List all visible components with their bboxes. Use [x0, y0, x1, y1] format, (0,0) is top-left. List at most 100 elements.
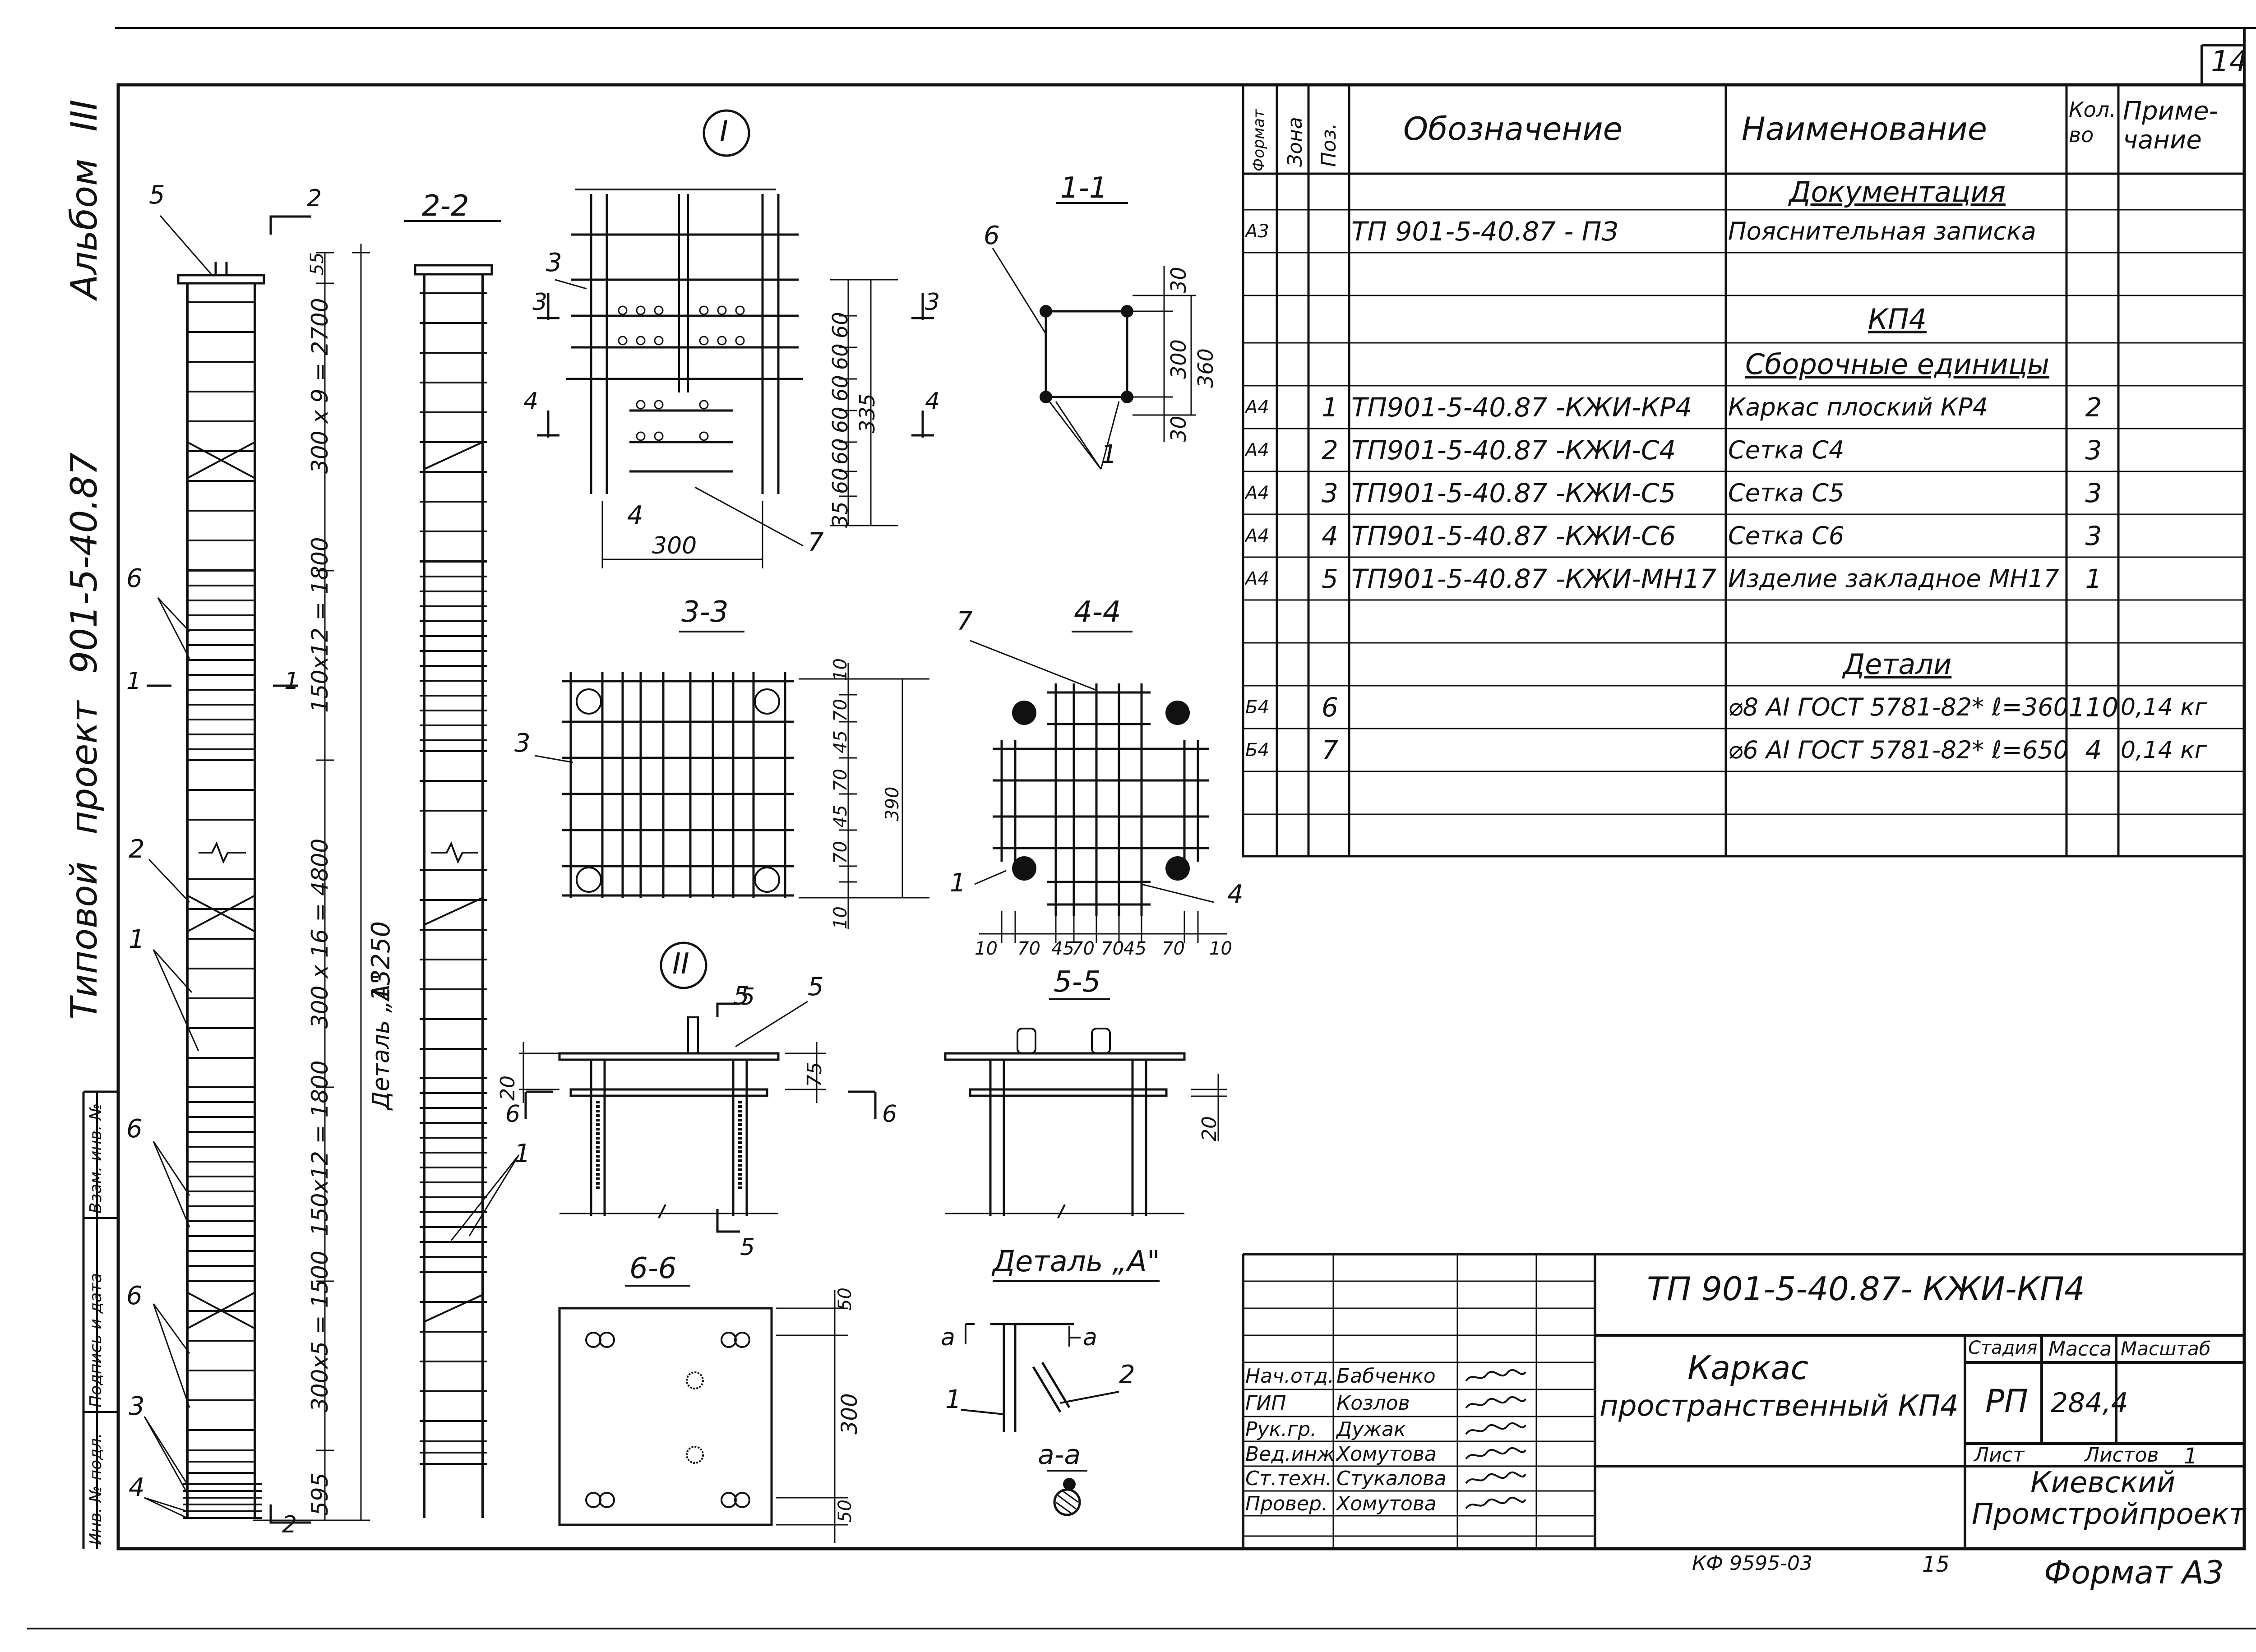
- spec-pos: 1: [1322, 392, 1338, 423]
- bottom-code: КФ 9595-03: [1692, 1552, 1812, 1575]
- tb-stage: РП: [1985, 1383, 2028, 1420]
- spec-note: [2121, 514, 2242, 557]
- stamp-inv-podl: Инв. № подл.: [87, 1433, 105, 1545]
- cut-label: 4: [523, 388, 539, 415]
- section-5-5: 5-5: [1054, 965, 1101, 999]
- spec-row: Детали: [1243, 643, 2245, 686]
- spec-format: А4: [1245, 397, 1269, 418]
- bottom-format: Формат А3: [2044, 1554, 2224, 1591]
- tb-person-name: Хомутова: [1336, 1443, 1437, 1466]
- section-1-1: 1-1: [1060, 171, 1108, 205]
- tb-org-1: Киевский: [2030, 1466, 2176, 1500]
- spec-note: [2121, 253, 2242, 295]
- dim-node-I: 60: [828, 406, 852, 433]
- position-mark: 5: [149, 180, 165, 210]
- spec-qty: 1: [2085, 563, 2102, 594]
- spec-name: Сетка С5: [1728, 479, 1845, 507]
- tb-sheet-label: Лист: [1974, 1444, 2025, 1467]
- node-I-label: I: [720, 115, 728, 148]
- spec-format: Б4: [1245, 697, 1269, 718]
- dim-4-4: 70: [1162, 938, 1185, 959]
- dim-node-I: 60: [828, 375, 852, 401]
- spec-note: [2121, 429, 2242, 471]
- dim-1-1: 300: [1166, 339, 1191, 379]
- spec-format: А4: [1245, 439, 1269, 461]
- spec-name: Сборочные единицы: [1745, 348, 2049, 381]
- spec-format: А4: [1245, 525, 1269, 546]
- spec-name: КП4: [1868, 303, 1927, 336]
- position-mark: 5: [733, 981, 749, 1011]
- dim-4-4: 45: [1051, 938, 1074, 959]
- spec-qty: [2069, 771, 2118, 814]
- position-mark: 3: [129, 1392, 145, 1421]
- dim-4-4: 10: [1209, 938, 1232, 959]
- title-word-4: Альбом: [63, 158, 105, 300]
- spec-designation: [1351, 174, 1726, 210]
- spec-pos: 4: [1322, 520, 1338, 551]
- dim-col: 300x5 = 1500: [307, 1251, 333, 1412]
- stamp-vzam: Взам. инв. №: [87, 1103, 105, 1214]
- spec-qty: 3: [2085, 520, 2102, 551]
- spec-note: [2121, 343, 2242, 386]
- spec-designation: [1351, 253, 1726, 295]
- tb-person-name: Стукалова: [1336, 1467, 1447, 1490]
- position-mark: 1: [514, 1139, 531, 1168]
- dim-4-4: 70: [1072, 938, 1095, 959]
- dim-4-4: 70: [1017, 938, 1040, 959]
- spec-format: А3: [1245, 221, 1269, 242]
- section-4-4: 4-4: [1074, 595, 1121, 629]
- tb-mass-label: Масса: [2048, 1338, 2112, 1361]
- tb-code: ТП 901-5-40.87- КЖИ-КП4: [1647, 1270, 2085, 1308]
- spec-format: [1245, 295, 1277, 343]
- tb-mass: 284,4: [2051, 1387, 2128, 1419]
- dim-node-I: 300: [652, 532, 697, 559]
- spec-row: Сборочные единицы: [1243, 343, 2245, 386]
- cut-label: 1: [126, 668, 142, 695]
- section-2-2: 2-2: [422, 189, 469, 223]
- dim-II: 75: [803, 1062, 826, 1087]
- spec-row: [1243, 600, 2245, 643]
- spec-name: Детали: [1843, 648, 1952, 681]
- spec-name: Пояснительная записка: [1728, 217, 2036, 245]
- cut-label: 6: [882, 1101, 897, 1128]
- dim-3-3: 70: [830, 769, 851, 792]
- dim-3-3: 70: [830, 841, 851, 864]
- spec-row: КП4: [1243, 295, 2245, 343]
- signature-icon: [1464, 1368, 1527, 1384]
- dim-col: 300 x 16 = 4800: [307, 838, 333, 1029]
- hdr-zone: Зона: [1284, 117, 1307, 167]
- tb-role: Нач.отд.: [1245, 1365, 1334, 1388]
- spec-qty: [2069, 253, 2118, 295]
- spec-pos: 5: [1322, 563, 1338, 594]
- dim-II: 20: [496, 1075, 519, 1101]
- cut-label: 4: [925, 388, 940, 415]
- spec-pos: [1311, 600, 1349, 643]
- dim-node-I: 335: [855, 393, 879, 433]
- tb-role: Провер.: [1245, 1492, 1328, 1515]
- spec-format: А4: [1245, 568, 1269, 589]
- spec-row: Документация: [1243, 174, 2245, 210]
- spec-note: [2121, 295, 2242, 343]
- dim-3-3: 10: [830, 906, 851, 929]
- position-mark: 4: [1227, 880, 1244, 909]
- tb-person-name: Бабченко: [1336, 1365, 1436, 1388]
- detail-A-label: Деталь „А": [993, 1245, 1160, 1278]
- cut-label: 5: [740, 983, 755, 1011]
- dim-6-6: 300: [837, 1393, 862, 1435]
- spec-format: [1245, 343, 1277, 386]
- spec-designation: [1351, 343, 1726, 386]
- spec-note: [2121, 643, 2242, 686]
- spec-designation: [1351, 295, 1726, 343]
- cut-label: а: [941, 1324, 955, 1351]
- dim-1-1: 30: [1166, 415, 1191, 442]
- cut-label: 2: [307, 185, 322, 212]
- spec-name: ⌀6 АI ГОСТ 5781-82* ℓ=650: [1728, 736, 2066, 764]
- position-mark: 6: [984, 221, 1000, 250]
- spec-designation: ТП901-5-40.87 -КЖИ-КР4: [1351, 392, 1692, 423]
- spec-qty: 4: [2085, 734, 2102, 766]
- cut-label: 2: [282, 1511, 297, 1538]
